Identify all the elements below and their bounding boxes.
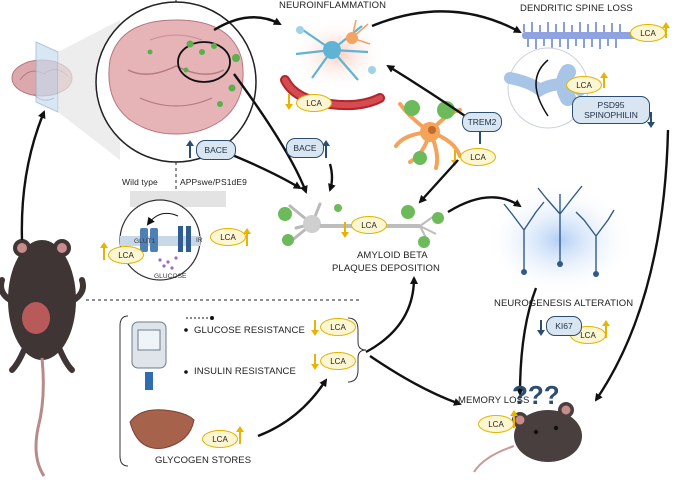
lca-tag-glut1: LCA (108, 246, 144, 264)
lca-tag-glucose-resistance: LCA (320, 318, 356, 336)
bace-pill-left: BACE (196, 140, 236, 160)
trem2-pill: TREM2 (462, 112, 502, 132)
glycogen-stores-label: GLYCOGEN STORES (155, 455, 252, 466)
lca-tag-memory: LCA (478, 415, 514, 433)
lca-tag-insulin-resistance: LCA (320, 352, 356, 370)
psd95-spinophilin-pill: PSD95 SPINOPHILIN (572, 96, 650, 124)
neurogenesis-alteration-label: NEUROGENESIS ALTERATION (494, 298, 634, 309)
memory-mouse-icon (473, 402, 582, 473)
lca-tag-spine: LCA (566, 76, 602, 94)
glucose-label: GLUCOSE (154, 273, 187, 280)
right-bracket (347, 317, 367, 383)
liver-icon (129, 409, 195, 449)
glut1-label: GLUT1 (134, 238, 156, 245)
appswe-label: APPswe/PS1dE9 (180, 177, 247, 187)
neurogenesis-icon (484, 184, 636, 296)
lca-tag-insulin-receptor: LCA (210, 228, 246, 246)
psd95-label: PSD95 (597, 100, 625, 110)
regulation-arrows (100, 22, 670, 444)
memory-loss-label: MEMORY LOSS (458, 395, 530, 406)
lca-tag-amyloid: LCA (351, 216, 387, 234)
microglia-icon (394, 100, 462, 170)
transgenic-mouse-icon (0, 239, 86, 477)
brain-slice-icon (95, 1, 257, 163)
wild-type-label: Wild type (122, 177, 158, 187)
dendritic-spine-icon (504, 22, 640, 129)
question-marks: ??? (512, 380, 560, 410)
neuroinflammation-label: NEUROINFLAMMATION (279, 0, 387, 11)
lca-tag-microglia: LCA (460, 148, 496, 166)
lca-tag-dendritic: LCA (630, 24, 666, 42)
lca-tag-glycogen: LCA (202, 430, 238, 448)
neuroinflammation-icon (280, 18, 386, 111)
ki67-pill: KI67 (546, 316, 582, 336)
bace-pill-right: BACE (286, 138, 324, 158)
dendritic-spine-loss-label: DENDRITIC SPINE LOSS (520, 3, 633, 14)
spinophilin-label: SPINOPHILIN (584, 110, 638, 120)
glucose-resistance-label: GLUCOSE RESISTANCE (194, 325, 305, 336)
ir-label: IR (196, 237, 203, 244)
plaques-deposition-label: PLAQUES DEPOSITION (332, 263, 440, 274)
insulin-resistance-label: INSULIN RESISTANCE (194, 366, 296, 377)
lca-tag-inflammation: LCA (296, 94, 332, 112)
amyloid-beta-label: AMYLOID BETA (357, 250, 428, 261)
glucometer-icon (131, 321, 167, 390)
left-bracket (119, 315, 129, 467)
